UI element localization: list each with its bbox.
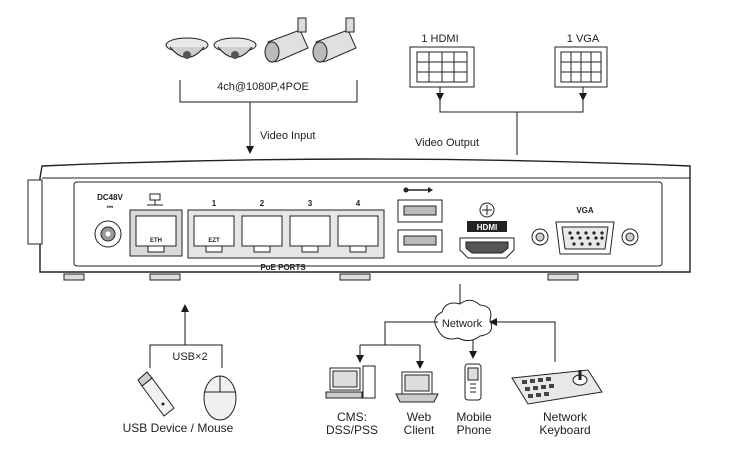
cms-label-line1: CMS: [337, 410, 367, 424]
hdmi-monitor-icon [409, 46, 475, 88]
poe-port-number-3: 3 [308, 199, 313, 208]
vga-monitor-icon [554, 46, 608, 88]
vga-monitor-label: 1 VGA [567, 33, 600, 45]
dome-camera-icon [213, 37, 257, 59]
uplink-tag: ETH [150, 238, 162, 244]
camera-bracket [179, 80, 358, 103]
cms-label-line2: DSS/PSS [326, 423, 378, 437]
usb-icon [403, 187, 433, 193]
network-keyboard-icon [511, 369, 603, 405]
mobile-phone-icon [464, 363, 482, 401]
network-branch-left [384, 321, 438, 345]
keyboard-label-line2: Keyboard [539, 423, 590, 437]
power-polarity-label: ⎓ [107, 202, 114, 211]
vga-screw-left [531, 228, 549, 246]
bullet-camera-icon [264, 17, 309, 63]
ethernet-uplink-port[interactable] [129, 209, 183, 257]
hdmi-port[interactable] [459, 237, 515, 259]
mobile-label-line2: Phone [457, 423, 492, 437]
usb-port-top[interactable] [397, 199, 443, 223]
poe-port-tag: EZT [208, 238, 220, 244]
vga-port-label: VGA [576, 206, 594, 215]
web-label-line2: Client [404, 423, 435, 437]
desktop-computer-icon [325, 365, 376, 399]
dome-camera-icon [165, 37, 209, 59]
screw-icon [479, 202, 495, 218]
network-cloud-icon [434, 299, 493, 342]
poe-port-number-2: 2 [260, 199, 265, 208]
network-label: Network [442, 318, 483, 330]
bullet-camera-icon [312, 17, 357, 63]
usb-count-label: USB×2 [172, 351, 207, 363]
hdmi-monitor-label: 1 HDMI [421, 33, 458, 45]
poe-port-1[interactable] [193, 215, 235, 253]
video-output-label: Video Output [415, 137, 479, 149]
poe-port-number-1: 1 [212, 199, 217, 208]
keyboard-arrow [489, 318, 556, 362]
network-icon [147, 193, 163, 206]
power-rating-label: DC48V [97, 193, 123, 202]
video-output-bracket [439, 100, 584, 113]
usb-bracket [149, 344, 223, 368]
usb-stick-icon [137, 371, 175, 417]
usb-devices-label: USB Device / Mouse [123, 421, 234, 435]
poe-port-4[interactable] [337, 215, 379, 253]
mobile-label-line1: Mobile [456, 410, 492, 424]
video-input-label: Video Input [260, 130, 315, 142]
usb-port-bottom[interactable] [397, 229, 443, 253]
poe-port-2[interactable] [241, 215, 283, 253]
poe-ports-caption: PoE PORTS [260, 263, 306, 272]
power-jack[interactable] [94, 220, 122, 248]
hdmi-badge: HDMI [477, 223, 497, 232]
vga-port[interactable] [555, 221, 615, 255]
mouse-icon [203, 375, 237, 421]
laptop-icon [395, 371, 439, 403]
keyboard-label-line1: Network [543, 410, 588, 424]
web-label-line1: Web [407, 410, 432, 424]
hdmi-logo: HDMI [467, 221, 507, 232]
camera-caption: 4ch@1080P,4POE [217, 81, 309, 93]
vga-screw-right [621, 228, 639, 246]
poe-port-number-4: 4 [356, 199, 361, 208]
poe-port-3[interactable] [289, 215, 331, 253]
